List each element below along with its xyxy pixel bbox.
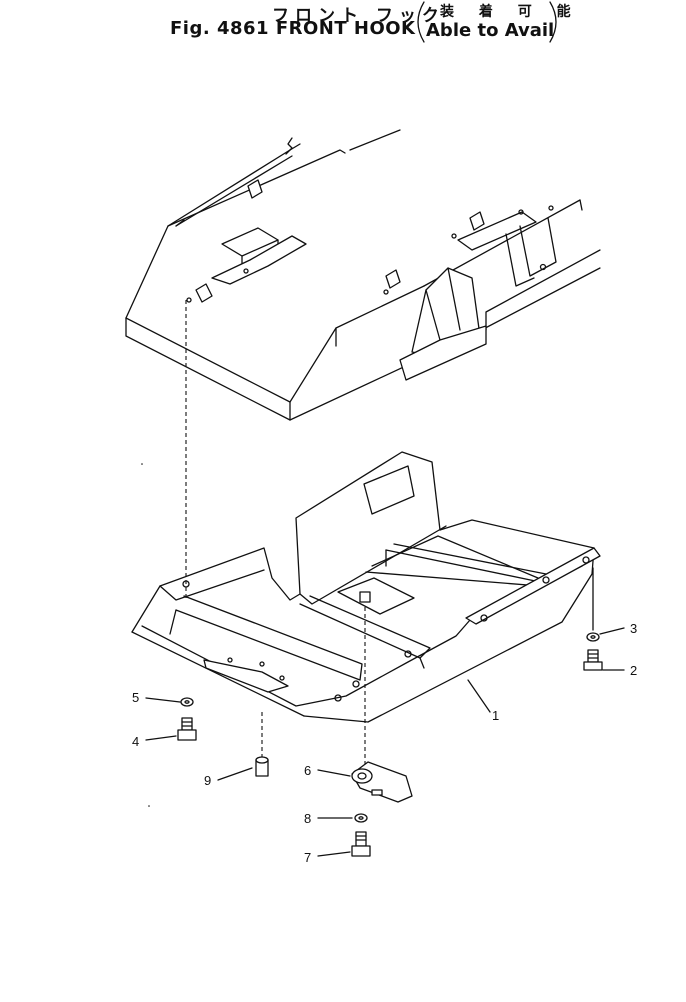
callout-2: 2 (630, 663, 637, 678)
washer-8 (354, 813, 368, 823)
leader-lines (145, 627, 625, 857)
figure-title: Fig. 4861 FRONT HOOK (170, 18, 416, 39)
bolt-7 (351, 831, 371, 857)
callout-8: 8 (304, 811, 311, 826)
bolt-2 (583, 649, 603, 671)
washer-3 (586, 567, 600, 642)
availability-japanese: 装 着 可 能 (440, 4, 581, 20)
speck (141, 463, 143, 465)
plate-6 (351, 761, 413, 803)
callout-7: 7 (304, 850, 311, 865)
availability-note: 装 着 可 能 Able to Avail (410, 0, 571, 44)
callout-4: 4 (132, 734, 139, 749)
washer-5 (180, 697, 194, 707)
callout-1: 1 (492, 708, 499, 723)
parenthesis-brackets (417, 1, 557, 43)
front-hook-plate (131, 451, 601, 723)
callout-9: 9 (204, 773, 211, 788)
callout-6: 6 (304, 763, 311, 778)
callout-5: 5 (132, 690, 139, 705)
availability-english: Able to Avail (426, 20, 555, 41)
title-japanese: フロント フック (272, 6, 445, 26)
machine-frame (125, 129, 601, 421)
speck (148, 805, 150, 807)
bolt-4 (177, 717, 197, 741)
pin-9 (255, 712, 269, 777)
callout-3: 3 (630, 621, 637, 636)
